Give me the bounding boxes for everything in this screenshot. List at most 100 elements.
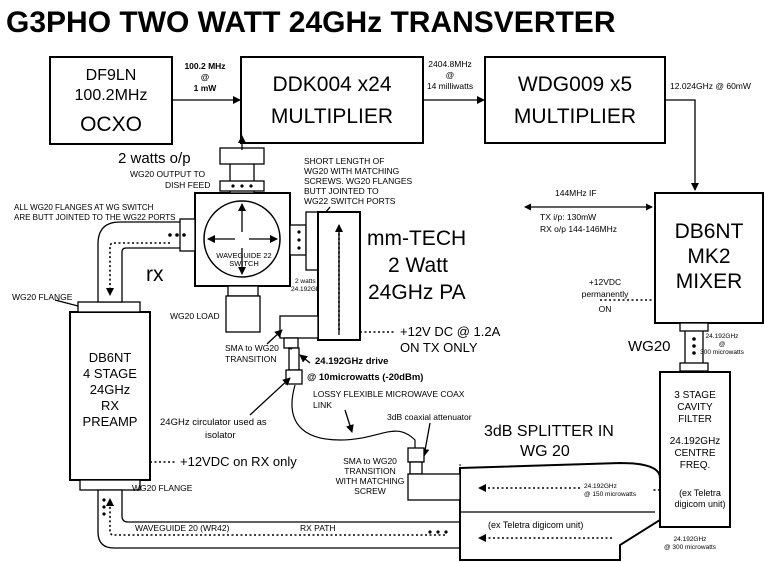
sma-wg20-screw-transition [407, 473, 461, 501]
svg-text:24GHz: 24GHz [90, 382, 130, 397]
svg-text:ARE BUTT JOINTED TO THE WG22 P: ARE BUTT JOINTED TO THE WG22 PORTS [14, 213, 176, 222]
svg-text:SCREWS. WG20 FLANGES: SCREWS. WG20 FLANGES [304, 176, 412, 186]
mixer-out-label: 24.192GHz @ 300 microwatts [700, 333, 744, 356]
dish-feed-waveguide [219, 147, 265, 194]
svg-text:2 watts @: 2 watts @ [295, 278, 324, 285]
svg-text:LOSSY FLEXIBLE MICROWAVE COAX: LOSSY FLEXIBLE MICROWAVE COAX [313, 389, 465, 399]
svg-text:@: @ [719, 341, 726, 348]
svg-text:BUTT JOINTED TO: BUTT JOINTED TO [304, 186, 379, 196]
ocxo-line-2: 100.2MHz [75, 87, 148, 104]
svg-text:24.192GHz: 24.192GHz [670, 436, 721, 447]
wg20-dish-label: WG20 OUTPUT TO DISH FEED [130, 169, 210, 190]
svg-text:@ 150 microwatts: @ 150 microwatts [584, 491, 637, 498]
mixer-filter-waveguide [679, 322, 709, 372]
lossy-coax-link [291, 384, 416, 455]
splitter-block [459, 461, 661, 561]
svg-text:(ex Teletra: (ex Teletra [679, 488, 721, 498]
ddk004-line-1: DDK004 x24 [272, 73, 391, 96]
svg-text:ON: ON [599, 304, 612, 314]
rx-input-waveguide [97, 218, 196, 303]
rx-label: rx [146, 263, 164, 286]
mixer-block: DB6NT MK2 MIXER [654, 192, 764, 324]
wg20-flange-top-pointer [54, 299, 79, 307]
svg-text:CENTRE: CENTRE [674, 448, 715, 459]
wg20-load-label: WG20 LOAD [170, 311, 220, 321]
sma-pointer [287, 347, 293, 350]
ddk004-line-2: MULTIPLIER [271, 105, 393, 128]
svg-text:FREQ.: FREQ. [680, 460, 711, 471]
svg-text:@: @ [446, 70, 455, 80]
wg20-load [225, 285, 261, 333]
svg-text:TRANSITION: TRANSITION [344, 466, 395, 476]
svg-text:ALL WG20 FLANGES AT WG SWITCH: ALL WG20 FLANGES AT WG SWITCH [14, 203, 154, 212]
x24-out-label: 2404.8MHz @ 14 milliwatts [427, 59, 473, 91]
if-label: 144MHz IF [555, 188, 597, 198]
svg-text:WG 20: WG 20 [520, 443, 570, 460]
drive-label: 24.192GHz drive @ 10microwatts (-20dBm) [307, 356, 423, 383]
rx-op-label: RX o/p 144-146MHz [540, 224, 617, 234]
mixer-line-2: MK2 [687, 245, 730, 268]
wg20-flange-bottom-label: WG20 FLANGE [132, 483, 193, 493]
switch-line-1: WAVEGUIDE 22 [216, 251, 271, 260]
wdg009-line-2: MULTIPLIER [514, 105, 636, 128]
svg-text:14 milliwatts: 14 milliwatts [427, 81, 473, 91]
splitter-upper-label: 24.192GHz @ 150 microwatts [584, 483, 637, 498]
svg-text:2404.8MHz: 2404.8MHz [428, 59, 471, 69]
svg-text:FILTER: FILTER [678, 414, 712, 425]
svg-text:digicom unit): digicom unit) [674, 499, 725, 509]
svg-text:24.192GHz: 24.192GHz [674, 536, 707, 543]
attenuator-label: 3dB coaxial attenuator [387, 412, 472, 422]
ocxo-line-3: OCXO [80, 113, 142, 136]
wg20-flange-top-label: WG20 FLANGE [12, 292, 73, 302]
circulator-label: 24GHz circulator used as isolator [160, 417, 267, 441]
sma-wg20-transition [279, 315, 319, 385]
svg-text:WG20 OUTPUT TO: WG20 OUTPUT TO [130, 169, 205, 179]
lo-in-label: 100.2 MHz @ 1 mW [184, 61, 225, 93]
svg-text:@: @ [201, 72, 209, 82]
splitter-label: 3dB SPLITTER IN WG 20 [484, 423, 614, 460]
teletra-mid-label: (ex Teletra digicom unit) [488, 520, 583, 530]
wdg009-block: WDG009 x5 MULTIPLIER [484, 56, 666, 144]
dc-rx-label: +12VDC on RX only [180, 454, 297, 469]
svg-text:SMA to WG20: SMA to WG20 [343, 456, 397, 466]
wg20-mixer-label: WG20 [628, 338, 671, 355]
svg-text:1 mW: 1 mW [194, 83, 218, 93]
svg-text:+12VDC: +12VDC [589, 277, 621, 287]
switch-pa-waveguide [289, 211, 319, 271]
svg-text:LINK: LINK [313, 400, 332, 410]
ddk004-block: DDK004 x24 MULTIPLIER [240, 56, 424, 144]
svg-text:RX: RX [101, 398, 119, 413]
splitter-lower-label: 24.192GHz @ 300 microwatts [664, 536, 717, 551]
wdg009-to-mixer-arrow [665, 99, 699, 191]
rx-preamp-block: DB6NT 4 STAGE 24GHz RX PREAMP [69, 311, 151, 481]
lossy-label: LOSSY FLEXIBLE MICROWAVE COAX LINK [313, 389, 465, 410]
teletra-right-label: (ex Teletra digicom unit) [674, 488, 725, 509]
svg-text:isolator: isolator [205, 430, 236, 441]
svg-text:4 STAGE: 4 STAGE [83, 366, 137, 381]
svg-text:@ 300 microwatts: @ 300 microwatts [664, 544, 717, 551]
pa-dc-label: +12V DC @ 1.2A ON TX ONLY [400, 324, 501, 355]
svg-text:@ 10microwatts (-20dBm): @ 10microwatts (-20dBm) [307, 372, 423, 383]
svg-text:100.2 MHz: 100.2 MHz [184, 61, 225, 71]
svg-text:PREAMP: PREAMP [83, 414, 138, 429]
switch-line-2: SWITCH [229, 259, 259, 268]
circulator-arrow [249, 377, 291, 416]
svg-text:SHORT LENGTH OF: SHORT LENGTH OF [304, 156, 384, 166]
pa-line-3: 24GHz PA [368, 281, 466, 304]
short-length-label: SHORT LENGTH OF WG20 WITH MATCHING SCREW… [304, 156, 412, 206]
rx-path-label: RX PATH [300, 523, 336, 533]
svg-text:ON TX ONLY: ON TX ONLY [400, 340, 478, 355]
svg-text:SMA to WG20: SMA to WG20 [225, 343, 279, 353]
preamp-bottom-flange [79, 479, 141, 491]
pa-out-label: 2 watts @ 24.192GHz [291, 278, 324, 293]
pa-block [317, 211, 361, 341]
svg-text:24GHz circulator used as: 24GHz circulator used as [160, 417, 267, 428]
attenuator-arrow [421, 422, 431, 457]
svg-text:24.192GHz: 24.192GHz [291, 286, 324, 293]
sma-wg20-screw-label: SMA to WG20 TRANSITION WITH MATCHING SCR… [336, 456, 405, 496]
x5-out-label: 12.024GHz @ 60mW [670, 81, 751, 91]
attenuator [407, 447, 425, 475]
svg-text:TRANSITION: TRANSITION [225, 354, 276, 364]
sma-wg20-arrow [266, 329, 283, 345]
